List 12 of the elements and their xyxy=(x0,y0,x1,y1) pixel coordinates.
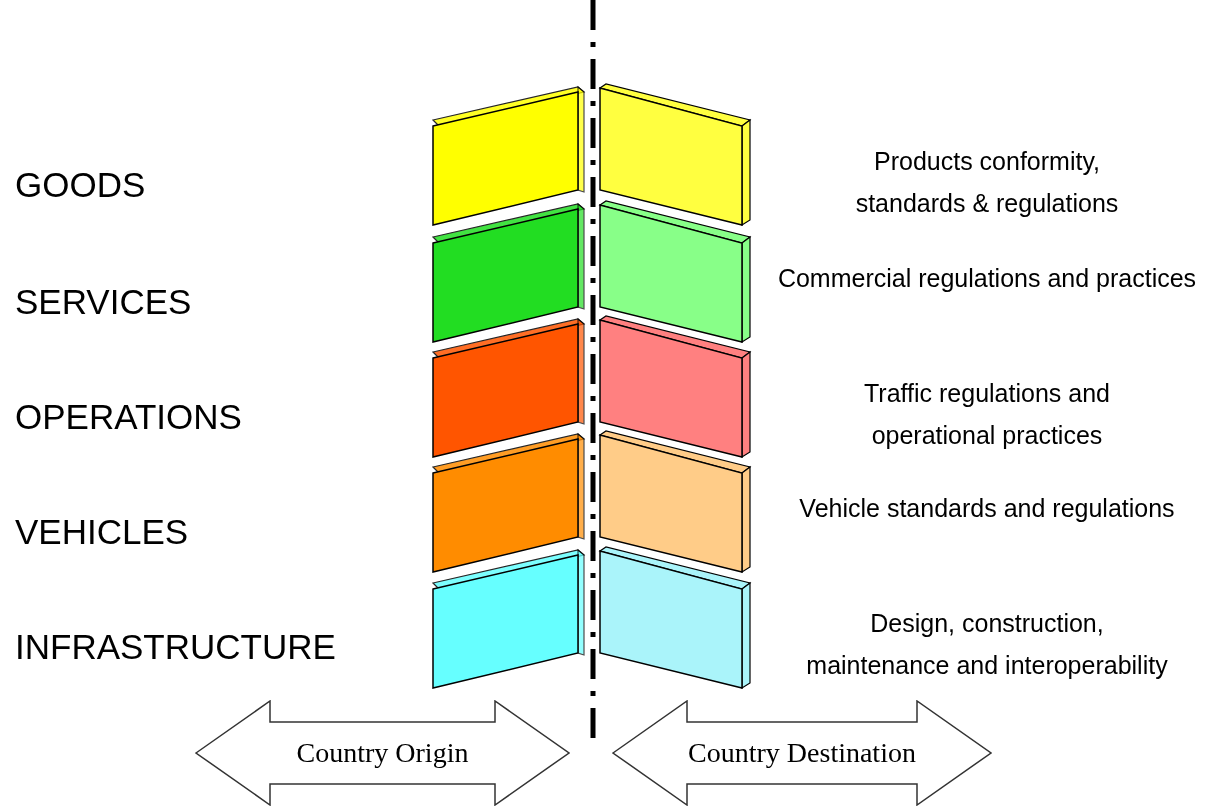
description-text: Traffic regulations and operational practices xyxy=(863,378,1111,451)
category-label: INFRASTRUCTURE xyxy=(15,627,336,667)
category-label: SERVICES xyxy=(15,282,192,322)
double-arrow: Country Destination xyxy=(612,700,992,806)
category-label: VEHICLES xyxy=(15,512,189,552)
description-text: Design, construction, maintenance and interoperability xyxy=(805,608,1169,681)
double-arrow: Country Origin xyxy=(195,700,570,806)
description-text: Products conformity, standards & regulations xyxy=(854,146,1120,219)
description-text: Commercial regulations and practices xyxy=(776,263,1198,294)
category-label: GOODS xyxy=(15,165,146,205)
category-label: OPERATIONS xyxy=(15,397,242,437)
description-text: Vehicle standards and regulations xyxy=(798,493,1176,524)
